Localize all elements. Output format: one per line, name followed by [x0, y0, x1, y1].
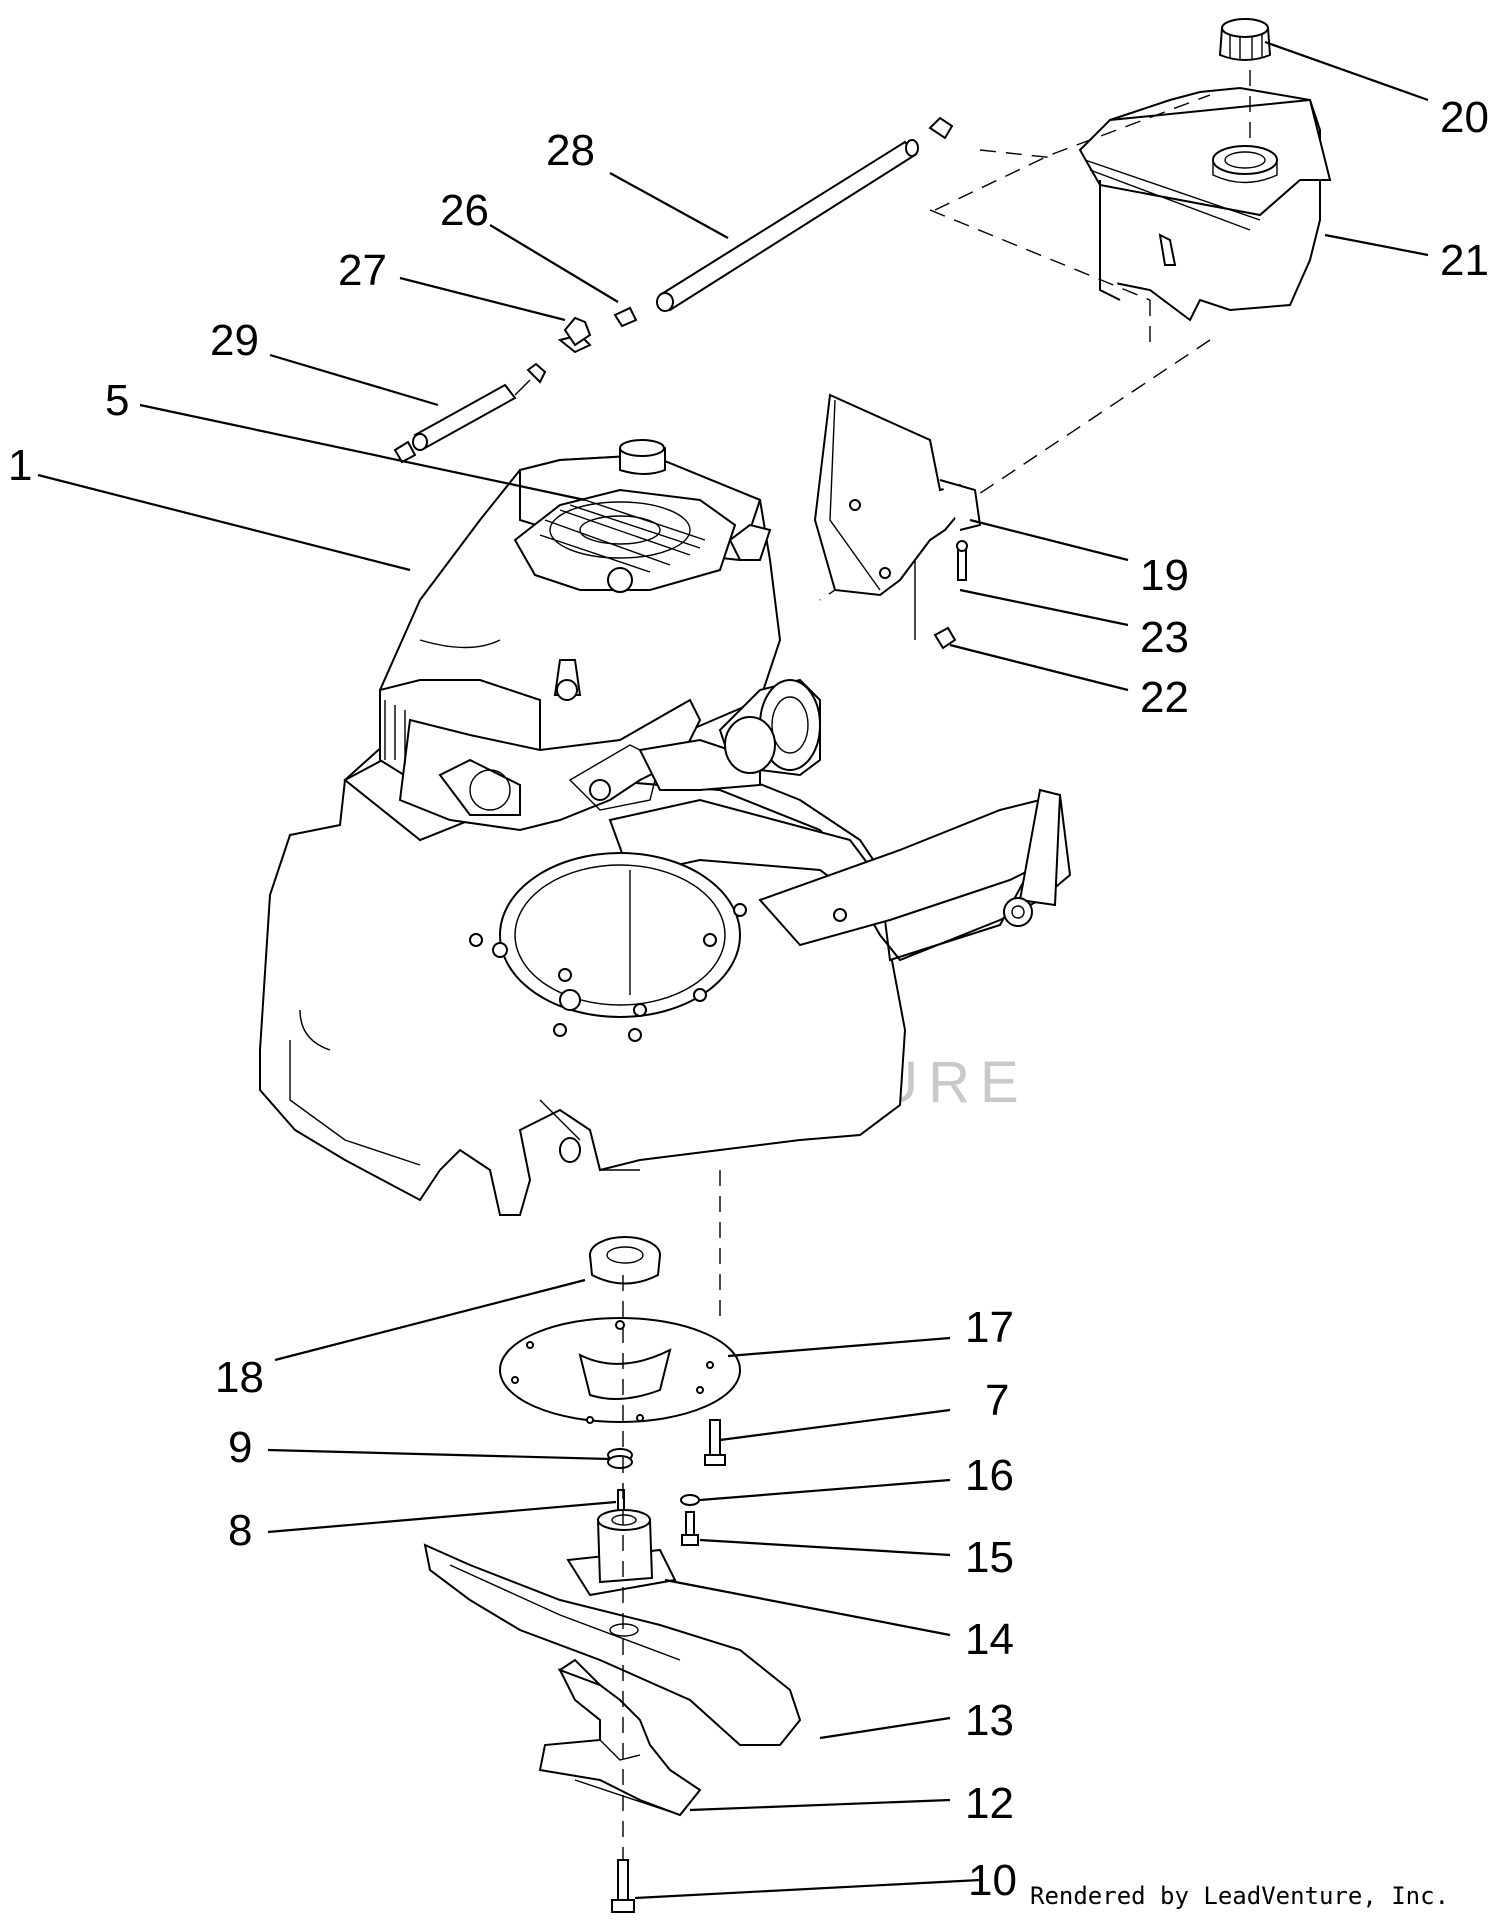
leader-lines	[37, 40, 1429, 1900]
bolt-15-icon	[681, 1511, 699, 1546]
callout-27: 27	[338, 246, 387, 295]
callout-14: 14	[965, 1615, 1014, 1664]
callout-18: 18	[215, 1353, 264, 1402]
callout-28: 28	[546, 126, 595, 175]
fuel-tank-icon	[1078, 70, 1332, 322]
blade-icon	[423, 1543, 802, 1746]
deck-bolt-holes	[469, 903, 847, 1042]
blade-adapter-icon	[566, 1509, 677, 1597]
baffle-plate-icon	[499, 1317, 741, 1424]
callout-19: 19	[1140, 551, 1189, 600]
callout-9: 9	[228, 1423, 252, 1472]
mower-deck-icon	[259, 733, 1072, 1320]
callout-5: 5	[105, 376, 129, 425]
callout-21: 21	[1440, 236, 1489, 285]
engine-icon	[378, 439, 821, 832]
callout-26: 26	[440, 186, 489, 235]
callout-20: 20	[1440, 93, 1489, 142]
bolt-7-icon	[704, 1419, 726, 1466]
callout-29: 29	[210, 316, 259, 365]
tank-bracket-icon	[813, 393, 982, 650]
mulching-blade-icon	[538, 1658, 702, 1817]
callout-23: 23	[1140, 613, 1189, 662]
washer-9-icon	[607, 1448, 633, 1469]
callout-7: 7	[985, 1376, 1009, 1425]
bearing-icon	[589, 1236, 661, 1285]
bolt-10-icon	[611, 1859, 635, 1913]
callout-17: 17	[965, 1303, 1014, 1352]
callout-15: 15	[965, 1533, 1014, 1582]
callout-16: 16	[965, 1451, 1014, 1500]
callout-labels: 1 5 29 27 26 28 20 21 19 23 22 18 17 7 9…	[8, 93, 1489, 1905]
fuel-line-assembly	[393, 116, 954, 464]
render-credit: Rendered by LeadVenture, Inc.	[1030, 1882, 1449, 1910]
callout-1: 1	[8, 441, 32, 490]
callout-8: 8	[228, 1506, 252, 1555]
fuel-cap-icon	[1218, 18, 1272, 61]
callout-22: 22	[1140, 673, 1189, 722]
washer-16-icon	[680, 1494, 700, 1506]
callout-10: 10	[968, 1856, 1017, 1905]
callout-12: 12	[965, 1779, 1014, 1828]
callout-13: 13	[965, 1696, 1014, 1745]
